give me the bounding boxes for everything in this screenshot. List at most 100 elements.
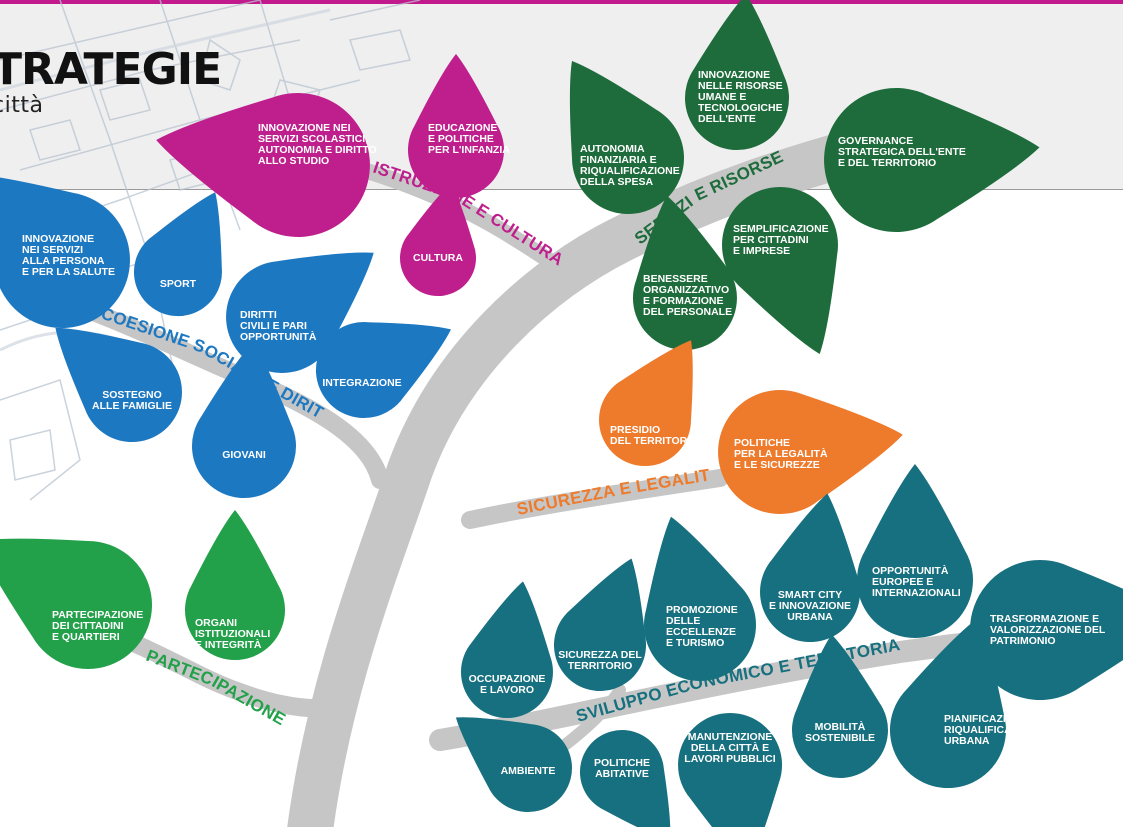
leaf-shape [400, 183, 477, 297]
leaf-shape [632, 195, 737, 351]
leaf-label-line: DELLE [666, 615, 700, 627]
leaf-label-line: E DEL TERRITORIO [838, 157, 936, 169]
leaf-label-line: GIOVANI [222, 449, 266, 461]
leaf-label-line: GOVERNANCE [838, 135, 913, 147]
leaf-label-line: PER LA LEGALITÀ [734, 447, 828, 460]
leaf-label-line: OCCUPAZIONE [469, 673, 546, 685]
leaf-label-line: NEI SERVIZI [22, 244, 83, 256]
leaf-shape [760, 493, 861, 643]
leaf-label-line: E INTEGRITÀ [195, 638, 262, 651]
leaf-shape [226, 252, 374, 373]
leaf-label-line: PER CITTADINI [733, 234, 809, 246]
leaf-label-line: AMBIENTE [501, 765, 556, 777]
leaf-label-line: INNOVAZIONE NEI [258, 122, 351, 134]
leaf-label-line: FINANZIARIA E [580, 154, 657, 166]
leaf-label-line: INNOVAZIONE [698, 69, 770, 81]
leaf-shape [315, 322, 451, 419]
leaf-label-line: MANUTENZIONE [688, 731, 773, 743]
leaf-shape [460, 581, 553, 719]
leaf-label-line: VALORIZZAZIONE DEL [990, 624, 1106, 636]
leaf-shape [643, 516, 756, 681]
leaf-label-line: E INNOVAZIONE [769, 600, 851, 612]
leaf-label-line: EDUCAZIONE [428, 122, 497, 134]
leaf-cultura: CULTURA [400, 183, 477, 297]
leaf-label-line: TRASFORMAZIONE E [990, 613, 1099, 625]
leaf-label-line: TECNOLOGICHE [698, 102, 783, 114]
leaf-shape [569, 61, 684, 214]
leaf-label-line: BENESSERE [643, 273, 708, 285]
leaf-label-line: CIVILI E PARI [240, 320, 307, 332]
leaf-label-line: E LE SICUREZZE [734, 459, 820, 471]
leaf-label-line: ECCELLENZE [666, 626, 736, 638]
branch-label-partecipazione: PARTECIPAZIONE [144, 646, 289, 729]
leaf-label-line: DEL TERRITORIO [610, 435, 698, 447]
leaf-shape [156, 92, 370, 237]
leaf-label-line: E POLITICHE [428, 133, 494, 145]
leaf-label-line: ALLE FAMIGLIE [92, 400, 172, 412]
leaf-label: INTEGRAZIONE [322, 377, 401, 389]
leaf-shape [455, 717, 572, 813]
leaf-label-line: EUROPEE E [872, 576, 933, 588]
accent-bar [0, 0, 1123, 4]
leaf-label-line: CULTURA [413, 252, 463, 264]
leaf-label-line: DELLA SPESA [580, 176, 654, 188]
leaf-label-line: PARTECIPAZIONE [52, 609, 143, 621]
leaf-shape [824, 87, 1040, 232]
leaf-label-line: MOBILITÀ [815, 720, 866, 733]
leaf-shape [55, 327, 182, 443]
leaf-label-line: ORGANI [195, 617, 237, 629]
leaf-label-line: SOSTENIBILE [805, 732, 875, 744]
leaf-shape [185, 510, 285, 661]
leaf-label-line: URBANA [787, 611, 833, 623]
leaf-label-line: NELLE RISORSE [698, 80, 783, 92]
leaf-label-line: E LAVORO [480, 684, 534, 696]
header-divider [0, 189, 1123, 190]
leaf-giovani: GIOVANI [191, 342, 296, 499]
page-header: TRATEGIE città [0, 48, 222, 118]
leaf-shape [554, 558, 647, 692]
leaf-label-line: DELLA CITTÀ E [691, 741, 769, 754]
leaf-shape [721, 186, 838, 354]
leaf-label: CULTURA [413, 252, 463, 264]
leaf-label-line: SEMPLIFICAZIONE [733, 223, 829, 235]
leaf-label-line: E FORMAZIONE [643, 295, 724, 307]
leaf-label-line: E TURISMO [666, 637, 724, 649]
leaf-label: AMBIENTE [501, 765, 556, 777]
leaf-shape [133, 192, 222, 317]
leaf-shape [685, 0, 789, 151]
leaf-label-line: PROMOZIONE [666, 604, 738, 616]
leaf-shape [791, 634, 888, 779]
